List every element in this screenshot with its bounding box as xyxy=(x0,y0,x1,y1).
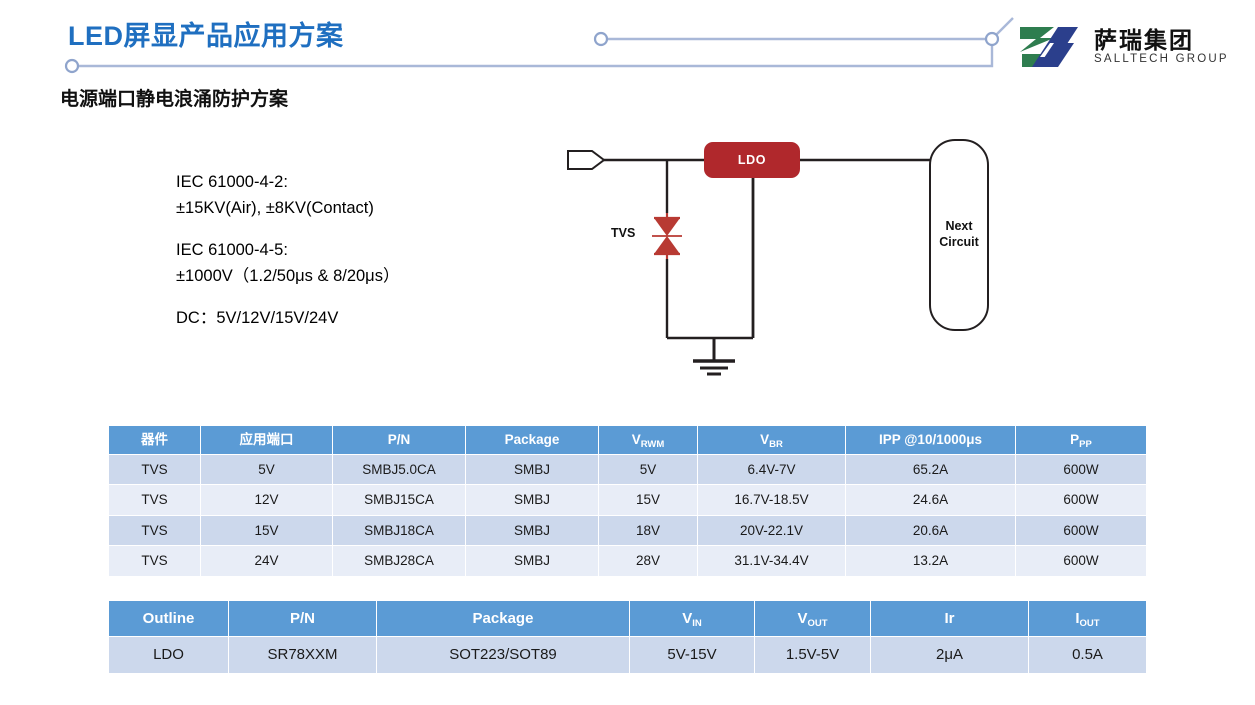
cell: 13.2A xyxy=(845,545,1016,577)
spec-text-block: IEC 61000-4-2: ±15KV(Air), ±8KV(Contact)… xyxy=(176,170,399,332)
deco-circle-left-top xyxy=(593,31,609,47)
salltech-logo-mark xyxy=(1020,27,1078,67)
cell: SMBJ xyxy=(465,484,599,516)
th-ppp: PPP xyxy=(1015,425,1147,455)
spec-paragraph-2: IEC 61000-4-5: ±1000V（1.2/50μs & 8/20μs） xyxy=(176,238,399,289)
spec-line: ±1000V（1.2/50μs & 8/20μs） xyxy=(176,266,400,285)
spec-line: IEC 61000-4-5: xyxy=(176,241,288,260)
page-title: LED屏显产品应用方案 xyxy=(68,21,344,51)
cell: SR78XXM xyxy=(228,636,377,674)
cell: 18V xyxy=(598,514,698,547)
input-connector-icon xyxy=(567,150,606,170)
next-circuit-block: Next Circuit xyxy=(929,139,989,331)
next-circuit-label: Next Circuit xyxy=(939,219,979,250)
spec-paragraph-3: DC：5V/12V/15V/24V xyxy=(176,306,399,332)
cell: 65.2A xyxy=(845,453,1016,486)
tvs-label: TVS xyxy=(611,226,636,240)
cell: TVS xyxy=(108,484,201,516)
ldo-parameter-table: Outline P/N Package VIN VOUT Ir IOUT LDO… xyxy=(108,599,1147,674)
cell: 31.1V-34.4V xyxy=(697,545,846,577)
table-row: TVS 15V SMBJ18CA SMBJ 18V 20V-22.1V 20.6… xyxy=(108,514,1147,547)
cell: TVS xyxy=(108,545,201,577)
section-subtitle: 电源端口静电浪涌防护方案 xyxy=(60,89,289,110)
table-header-row: Outline P/N Package VIN VOUT Ir IOUT xyxy=(108,599,1147,638)
th-vrwm: VRWM xyxy=(598,425,698,455)
th-device: 器件 xyxy=(108,425,201,455)
next-circuit-line1: Next xyxy=(945,219,973,234)
logo-text: 萨瑞集团 SALLTECH GROUP xyxy=(1094,28,1229,66)
cell: SMBJ18CA xyxy=(332,514,466,547)
ldo-block: LDO xyxy=(704,142,800,178)
ldo-label: LDO xyxy=(737,153,767,167)
cell: SMBJ15CA xyxy=(332,484,466,516)
th-application-port: 应用端口 xyxy=(200,425,333,455)
cell: 15V xyxy=(200,514,333,547)
cell: LDO xyxy=(108,636,229,674)
th-package: Package xyxy=(465,425,599,455)
cell: 24.6A xyxy=(845,484,1016,516)
table-row: TVS 5V SMBJ5.0CA SMBJ 5V 6.4V-7V 65.2A 6… xyxy=(108,453,1147,486)
cell: SMBJ xyxy=(465,453,599,486)
circuit-diagram xyxy=(567,150,930,376)
cell: 20V-22.1V xyxy=(697,514,846,547)
cell: 5V xyxy=(200,453,333,486)
th-vout: VOUT xyxy=(754,599,871,638)
cell: 1.5V-5V xyxy=(754,636,871,674)
cell: 2μA xyxy=(870,636,1029,674)
next-circuit-line2: Circuit xyxy=(939,235,979,249)
deco-circle-right-top xyxy=(984,31,1000,47)
logo-name-en: SALLTECH GROUP xyxy=(1094,53,1229,66)
th-iout: IOUT xyxy=(1028,599,1147,638)
cell: 24V xyxy=(200,545,333,577)
table-row: TVS 12V SMBJ15CA SMBJ 15V 16.7V-18.5V 24… xyxy=(108,484,1147,516)
cell: SMBJ28CA xyxy=(332,545,466,577)
tvs-diode-icon xyxy=(652,213,682,259)
th-pn: P/N xyxy=(228,599,377,638)
spec-line: DC：5V/12V/15V/24V xyxy=(176,309,339,328)
th-vbr: VBR xyxy=(697,425,846,455)
cell: SOT223/SOT89 xyxy=(376,636,630,674)
company-logo: 萨瑞集团 SALLTECH GROUP xyxy=(1014,20,1242,74)
cell: 16.7V-18.5V xyxy=(697,484,846,516)
cell: 5V-15V xyxy=(629,636,755,674)
cell: 20.6A xyxy=(845,514,1016,547)
cell: 600W xyxy=(1015,514,1147,547)
cell: TVS xyxy=(108,514,201,547)
cell: 6.4V-7V xyxy=(697,453,846,486)
th-pn: P/N xyxy=(332,425,466,455)
cell: 5V xyxy=(598,453,698,486)
th-package: Package xyxy=(376,599,630,638)
logo-name-cn: 萨瑞集团 xyxy=(1094,27,1194,54)
cell: 0.5A xyxy=(1028,636,1147,674)
th-vin: VIN xyxy=(629,599,755,638)
cell: 600W xyxy=(1015,453,1147,486)
cell: 600W xyxy=(1015,545,1147,577)
tvs-parameter-table: 器件 应用端口 P/N Package VRWM VBR IPP @10/100… xyxy=(108,425,1147,577)
spec-line: ±15KV(Air), ±8KV(Contact) xyxy=(176,198,374,217)
th-outline: Outline xyxy=(108,599,229,638)
th-ipp: IPP @10/1000μs xyxy=(845,425,1016,455)
cell: 12V xyxy=(200,484,333,516)
cell: TVS xyxy=(108,453,201,486)
deco-circle-left-bottom xyxy=(64,58,80,74)
spec-paragraph-1: IEC 61000-4-2: ±15KV(Air), ±8KV(Contact) xyxy=(176,170,399,221)
cell: 15V xyxy=(598,484,698,516)
th-ir: Ir xyxy=(870,599,1029,638)
table-row: LDO SR78XXM SOT223/SOT89 5V-15V 1.5V-5V … xyxy=(108,636,1147,674)
cell: SMBJ xyxy=(465,514,599,547)
spec-line: IEC 61000-4-2: xyxy=(176,173,288,191)
table-row: TVS 24V SMBJ28CA SMBJ 28V 31.1V-34.4V 13… xyxy=(108,545,1147,577)
table-header-row: 器件 应用端口 P/N Package VRWM VBR IPP @10/100… xyxy=(108,425,1147,455)
cell: 28V xyxy=(598,545,698,577)
cell: 600W xyxy=(1015,484,1147,516)
cell: SMBJ xyxy=(465,545,599,577)
cell: SMBJ5.0CA xyxy=(332,453,466,486)
ground-icon xyxy=(693,338,735,376)
